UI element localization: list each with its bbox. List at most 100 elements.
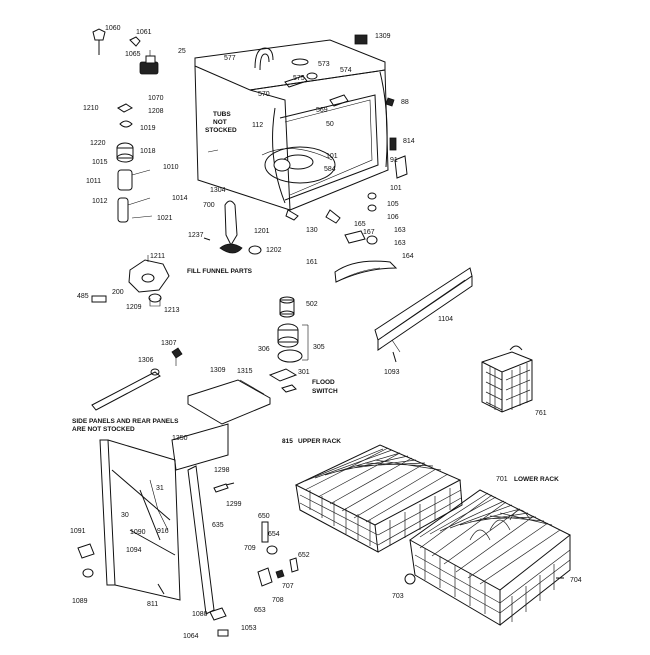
upper-rack <box>294 444 463 553</box>
caption-lower-rack: LOWER RACK <box>514 476 559 483</box>
label-1299: 1299 <box>226 501 242 508</box>
label-1021: 1021 <box>157 215 173 222</box>
label-575: 575 <box>293 75 305 82</box>
label-652: 652 <box>298 552 310 559</box>
label-1019: 1019 <box>140 125 156 132</box>
cabinet-frame <box>77 347 271 637</box>
label-1018: 1018 <box>140 148 156 155</box>
label-1093: 1093 <box>384 369 400 376</box>
label-1094: 1094 <box>126 547 142 554</box>
label-101b: 101 <box>390 185 402 192</box>
label-1315: 1315 <box>237 368 253 375</box>
caption-tubs-2: NOT <box>213 119 227 126</box>
label-1104: 1104 <box>438 316 453 323</box>
label-1350: 1350 <box>172 435 188 442</box>
label-700: 700 <box>203 202 215 209</box>
label-1091: 1091 <box>70 528 86 535</box>
label-130: 130 <box>306 227 318 234</box>
label-584: 584 <box>324 166 336 173</box>
label-1015: 1015 <box>92 159 108 166</box>
label-50: 50 <box>326 121 334 128</box>
label-1012: 1012 <box>92 198 108 205</box>
label-709: 709 <box>244 545 256 552</box>
label-635: 635 <box>212 522 224 529</box>
label-1011: 1011 <box>86 178 101 185</box>
tubs-caption: TUBS NOT STOCKED <box>205 111 237 134</box>
label-165: 165 <box>354 221 366 228</box>
label-569: 569 <box>316 107 328 114</box>
toe-kick-rail <box>374 267 473 363</box>
label-1010: 1010 <box>163 164 179 171</box>
label-301: 301 <box>298 369 310 376</box>
label-1014: 1014 <box>172 195 188 202</box>
label-1306: 1306 <box>138 357 154 364</box>
label-815: 815 <box>282 438 293 445</box>
label-708: 708 <box>272 597 284 604</box>
flood-switch-assembly <box>268 296 309 393</box>
label-25: 25 <box>178 48 186 55</box>
label-1210: 1210 <box>83 105 99 112</box>
label-167: 167 <box>363 229 375 236</box>
label-1061: 1061 <box>136 29 152 36</box>
caption-fill-funnel: FILL FUNNEL PARTS <box>187 268 253 275</box>
label-701: 701 <box>496 476 508 483</box>
tub <box>194 39 408 221</box>
label-574: 574 <box>340 67 352 74</box>
part-814 <box>389 137 397 151</box>
door-hinge-parts <box>257 521 299 587</box>
label-1304: 1304 <box>210 187 226 194</box>
inlet-valve-parts <box>92 28 159 75</box>
label-704: 704 <box>570 577 582 584</box>
label-1070: 1070 <box>148 95 164 102</box>
label-502: 502 <box>306 301 318 308</box>
caption-flood-1: FLOOD <box>312 379 335 386</box>
label-1064: 1064 <box>183 633 199 640</box>
label-1208: 1208 <box>148 108 164 115</box>
label-1065: 1065 <box>125 51 141 58</box>
label-707: 707 <box>282 583 294 590</box>
label-1309: 1309 <box>375 33 391 40</box>
part-1309-top <box>354 34 368 45</box>
label-161: 161 <box>306 259 318 266</box>
label-1220: 1220 <box>90 140 106 147</box>
label-703: 703 <box>392 593 404 600</box>
door-latch-parts <box>325 192 398 283</box>
silverware-basket <box>481 345 533 413</box>
label-1309b: 1309 <box>210 367 226 374</box>
label-1053: 1053 <box>241 625 257 632</box>
label-106: 106 <box>387 214 399 221</box>
label-1213: 1213 <box>164 307 180 314</box>
label-91: 91 <box>390 157 398 164</box>
roller-703 <box>404 573 416 585</box>
label-1298: 1298 <box>214 467 230 474</box>
caption-tubs-1: TUBS <box>213 111 231 118</box>
soap-dispenser-parts <box>116 103 153 223</box>
label-1307: 1307 <box>161 340 177 347</box>
label-814: 814 <box>403 138 415 145</box>
label-570: 570 <box>258 91 270 98</box>
caption-upper-rack: UPPER RACK <box>298 438 341 445</box>
lower-rack <box>409 489 571 626</box>
label-1211: 1211 <box>150 253 165 260</box>
label-761: 761 <box>535 410 547 417</box>
caption-side-panels-2: ARE NOT STOCKED <box>72 426 135 433</box>
fill-funnel <box>203 200 262 255</box>
label-573: 573 <box>318 61 330 68</box>
label-163b: 163 <box>394 240 406 247</box>
label-105: 105 <box>387 201 399 208</box>
label-31: 31 <box>156 485 164 492</box>
label-485: 485 <box>77 293 89 300</box>
label-200: 200 <box>112 289 124 296</box>
label-112: 112 <box>252 122 263 129</box>
label-1237: 1237 <box>188 232 204 239</box>
caption-flood-2: SWITCH <box>312 388 338 395</box>
label-916: 916 <box>157 528 169 535</box>
label-163: 163 <box>394 227 406 234</box>
label-30: 30 <box>121 512 129 519</box>
label-1201: 1201 <box>254 228 270 235</box>
label-306: 306 <box>258 346 270 353</box>
label-1090: 1090 <box>130 529 146 536</box>
label-654: 654 <box>268 531 280 538</box>
label-1089: 1089 <box>72 598 88 605</box>
